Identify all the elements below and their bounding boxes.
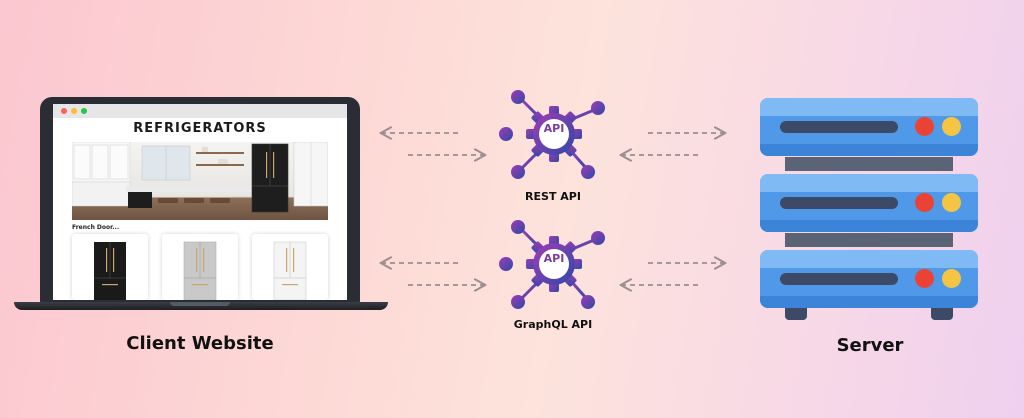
led-red-icon	[915, 117, 934, 136]
website-title: REFRIGERATORS	[133, 121, 267, 136]
api-gear-icon	[499, 220, 605, 309]
client-caption: Client Website	[126, 333, 274, 354]
client-website-screen: REFRIGERATORS	[53, 104, 347, 300]
server-slot	[780, 273, 898, 285]
server-unit	[760, 174, 978, 232]
server-foot	[931, 308, 953, 320]
maximize-dot-icon	[81, 108, 87, 114]
server-slot	[780, 121, 898, 133]
product-card[interactable]	[252, 234, 328, 300]
product-card[interactable]	[72, 234, 148, 300]
server-caption: Server	[836, 335, 904, 356]
led-red-icon	[915, 269, 934, 288]
close-dot-icon	[61, 108, 67, 114]
led-yellow-icon	[942, 193, 961, 212]
section-label: French Door...	[72, 224, 120, 231]
graphql-api-label: GraphQL API	[513, 318, 593, 331]
refrigerator-icon	[183, 241, 217, 300]
led-red-icon	[915, 193, 934, 212]
hero-kitchen-image	[72, 142, 328, 220]
api-icon-text: API	[543, 122, 565, 135]
led-yellow-icon	[942, 269, 961, 288]
server-connector	[785, 233, 953, 247]
refrigerator-icon	[273, 241, 307, 300]
server-foot	[785, 308, 807, 320]
laptop-notch	[170, 302, 230, 306]
api-icon-text: API	[543, 252, 565, 265]
product-card[interactable]	[162, 234, 238, 300]
refrigerator-icon	[94, 242, 126, 300]
server-unit	[760, 98, 978, 156]
server-unit	[760, 250, 978, 308]
server-slot	[780, 197, 898, 209]
server-connector	[785, 157, 953, 171]
api-gear-icon	[499, 90, 605, 179]
browser-bar	[53, 104, 347, 118]
led-yellow-icon	[942, 117, 961, 136]
laptop-base	[14, 302, 388, 310]
minimize-dot-icon	[71, 108, 77, 114]
rest-api-label: REST API	[525, 190, 581, 203]
